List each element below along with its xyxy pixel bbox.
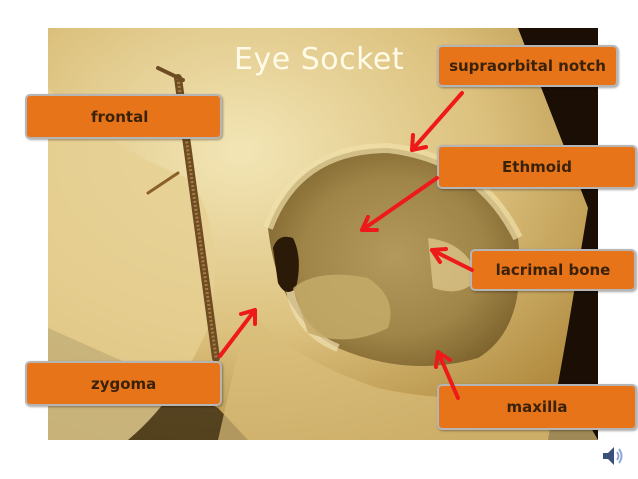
- arrow-zygoma: [218, 308, 257, 358]
- label-lacrimal-bone: lacrimal bone: [470, 249, 636, 291]
- label-frontal: frontal: [25, 94, 222, 139]
- slide-title: Eye Socket: [234, 42, 405, 77]
- label-maxilla: maxilla: [437, 384, 637, 430]
- label-supraorbital-notch: supraorbital notch: [437, 45, 618, 87]
- arrow-supraorbital-notch: [410, 91, 464, 152]
- speaker-icon[interactable]: [600, 444, 626, 468]
- arrow-ethmoid: [360, 176, 439, 232]
- arrow-lacrimal-bone: [430, 247, 474, 272]
- label-zygoma: zygoma: [25, 361, 222, 406]
- arrow-maxilla: [434, 350, 460, 400]
- label-ethmoid: Ethmoid: [437, 145, 637, 189]
